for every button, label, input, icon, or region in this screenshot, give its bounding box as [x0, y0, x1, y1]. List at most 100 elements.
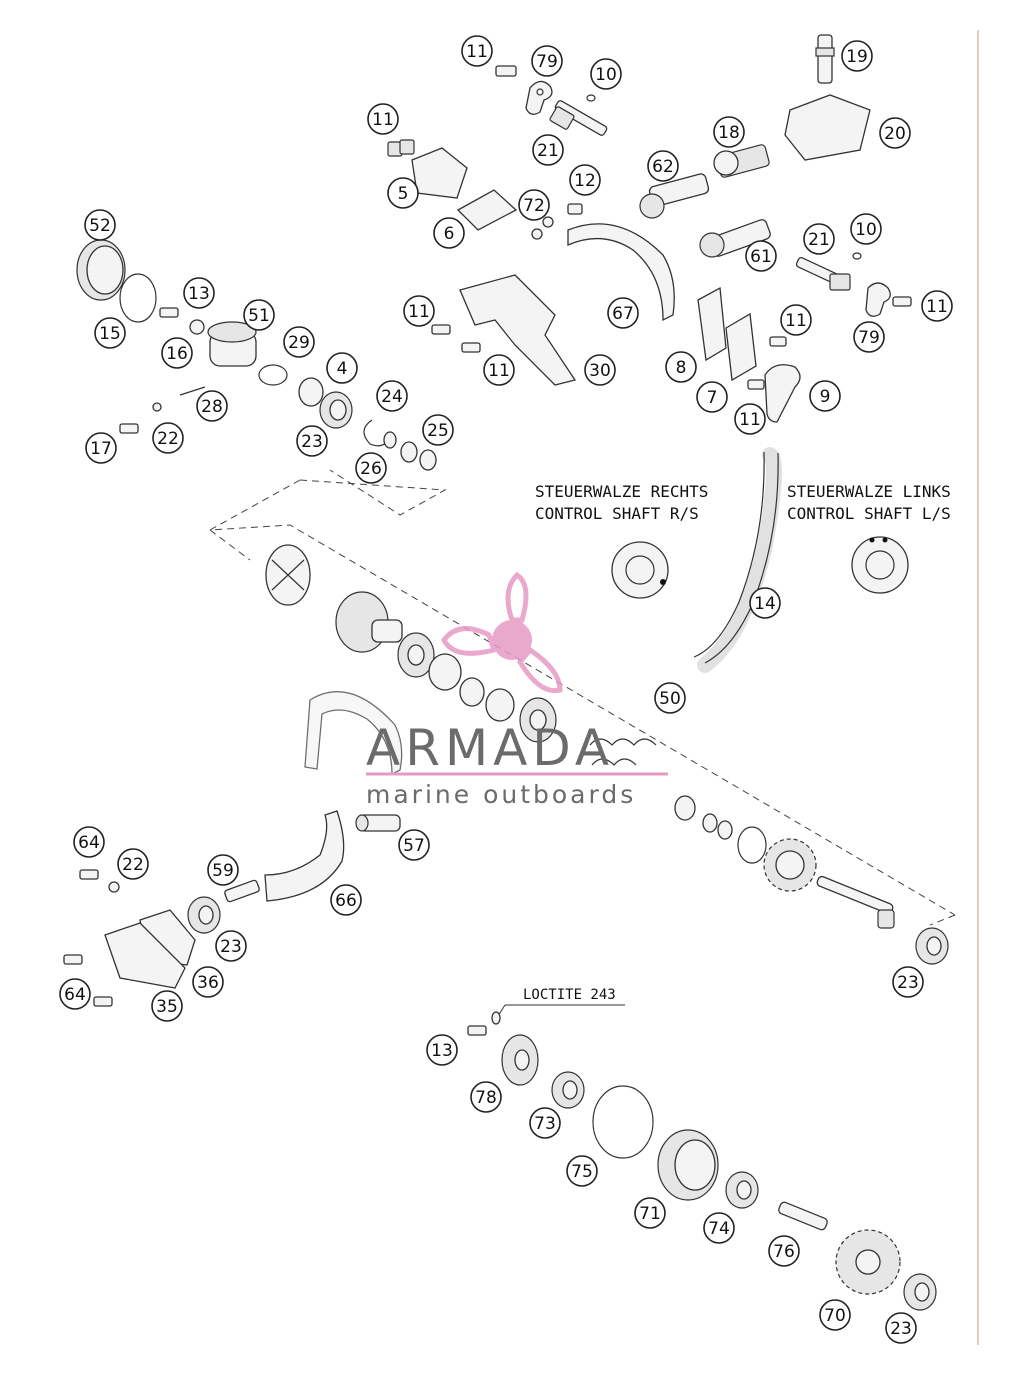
callout-51: 51 — [243, 299, 275, 331]
callout-number: 11 — [408, 302, 430, 322]
part-washer-25b — [419, 449, 437, 471]
callout-number: 21 — [537, 141, 559, 161]
part-gear-70 — [835, 1229, 901, 1295]
part-pin-28 — [179, 386, 206, 396]
callout-number: 8 — [676, 358, 687, 378]
callout-26: 26 — [355, 452, 387, 484]
part-cover-35 — [104, 922, 186, 989]
part-washer-25a — [400, 441, 418, 463]
callout-11: 11 — [367, 103, 399, 135]
callout-number: 79 — [858, 328, 880, 348]
part-pin-12 — [567, 203, 583, 215]
callout-36: 36 — [192, 966, 224, 998]
callout-number: 50 — [659, 689, 681, 709]
part-washer-26 — [383, 431, 397, 449]
part-ring-d4 — [737, 826, 767, 864]
part-bearing-23-right — [915, 927, 949, 965]
callout-number: 71 — [639, 1204, 661, 1224]
control-shaft-right-de: STEUERWALZE RECHTS — [535, 482, 708, 501]
part-washer-72a — [542, 216, 554, 228]
part-shaft-76 — [778, 1201, 828, 1231]
part-bearing-73 — [551, 1071, 585, 1109]
callout-11: 11 — [780, 304, 812, 336]
part-long-shaft — [816, 875, 895, 929]
watermark-tagline: marine outboards — [366, 780, 636, 809]
part-bearing-74 — [725, 1171, 759, 1209]
callout-number: 13 — [431, 1041, 453, 1061]
callout-number: 4 — [337, 359, 348, 379]
part-loctite-drop — [491, 1011, 501, 1025]
callout-number: 5 — [398, 184, 409, 204]
part-bracket-20 — [784, 94, 871, 161]
callout-number: 26 — [360, 459, 382, 479]
callout-number: 67 — [612, 304, 634, 324]
part-oring-75 — [592, 1085, 654, 1159]
callout-number: 57 — [403, 836, 425, 856]
callout-64: 64 — [59, 978, 91, 1010]
part-washer-22-lower — [108, 881, 120, 893]
callout-number: 16 — [166, 344, 188, 364]
propeller-hub-icon — [492, 620, 532, 660]
callout-21: 21 — [532, 134, 564, 166]
part-washer-72b — [531, 228, 543, 240]
part-bolt-59 — [224, 879, 260, 903]
part-gasket-8 — [697, 286, 727, 362]
callout-64: 64 — [73, 826, 105, 858]
callout-11: 11 — [483, 354, 515, 386]
part-guide-67 — [567, 223, 675, 322]
part-bolt-64-bottom-a — [63, 954, 83, 965]
callout-67: 67 — [607, 297, 639, 329]
callout-number: 22 — [157, 429, 179, 449]
callout-number: 72 — [523, 196, 545, 216]
callout-number: 10 — [595, 65, 617, 85]
part-flange-78 — [501, 1034, 539, 1086]
part-plate-30 — [459, 274, 577, 386]
part-sleeve-51 — [207, 321, 257, 367]
part-nut-52 — [76, 239, 126, 301]
callout-21: 21 — [803, 223, 835, 255]
callout-number: 13 — [188, 284, 210, 304]
callout-number: 23 — [301, 432, 323, 452]
callout-19: 19 — [841, 40, 873, 72]
part-washer-d1 — [674, 795, 696, 821]
control-shaft-left-en: CONTROL SHAFT L/S — [787, 504, 951, 523]
callout-61: 61 — [745, 240, 777, 272]
part-gear-18 — [713, 144, 770, 178]
callout-number: 70 — [824, 1306, 846, 1326]
callout-74: 74 — [703, 1212, 735, 1244]
part-needle-bearing-1 — [397, 632, 435, 678]
callout-number: 36 — [197, 973, 219, 993]
callout-number: 73 — [534, 1114, 556, 1134]
part-bearing-23-left — [319, 391, 353, 429]
callout-12: 12 — [569, 164, 601, 196]
part-gear-sprocket — [763, 838, 817, 892]
callout-6: 6 — [433, 217, 465, 249]
callout-70: 70 — [819, 1299, 851, 1331]
control-shaft-right-diagram — [611, 541, 669, 599]
callout-number: 11 — [488, 361, 510, 381]
part-washer-c1 — [428, 653, 462, 691]
callout-20: 20 — [879, 117, 911, 149]
callout-number: 20 — [884, 124, 906, 144]
callout-11: 11 — [734, 403, 766, 435]
part-ring-15 — [119, 273, 157, 323]
callout-number: 74 — [708, 1219, 730, 1239]
callout-7: 7 — [696, 381, 728, 413]
part-lever-79-top — [525, 80, 553, 115]
part-oring-10-right — [852, 252, 862, 260]
callout-number: 10 — [855, 220, 877, 240]
callout-number: 11 — [739, 410, 761, 430]
callout-number: 23 — [897, 973, 919, 993]
callout-62: 62 — [647, 150, 679, 182]
part-spring-50 — [589, 738, 657, 766]
callout-number: 29 — [288, 333, 310, 353]
control-shaft-right-en: CONTROL SHAFT R/S — [535, 504, 699, 523]
callout-number: 11 — [466, 42, 488, 62]
part-washer-c3 — [485, 688, 515, 722]
callout-number: 17 — [90, 439, 112, 459]
propeller-blade-icon-1 — [505, 571, 529, 623]
callout-66: 66 — [330, 884, 362, 916]
part-plate-7 — [725, 312, 757, 382]
callout-35: 35 — [151, 990, 183, 1022]
